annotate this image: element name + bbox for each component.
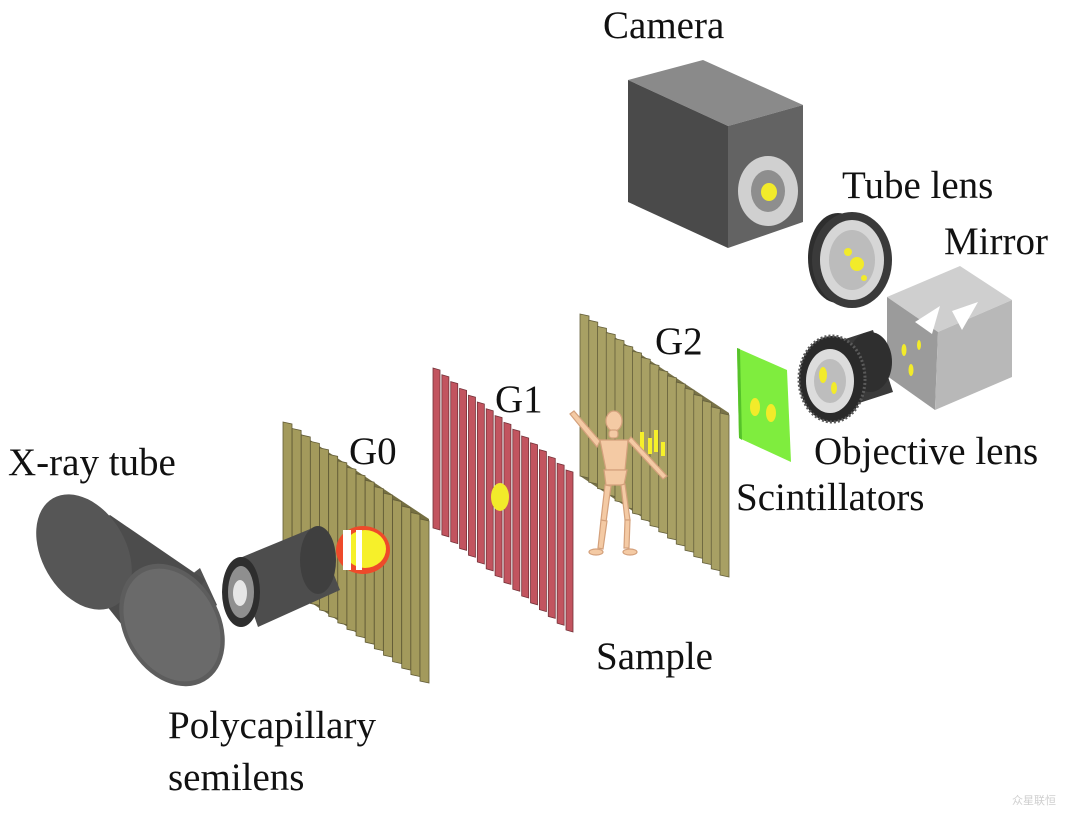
g0-beam-spot <box>336 526 390 574</box>
g2-beam-spot <box>661 442 665 456</box>
g1-slat <box>565 469 574 633</box>
label-polycapillary: Polycapillary <box>168 704 376 747</box>
g2-slat <box>719 412 730 578</box>
g0-slat <box>401 505 412 671</box>
g1-slat <box>547 455 556 619</box>
camera-icon <box>628 60 803 248</box>
g1-beam-spot <box>491 483 509 511</box>
label-scintillators: Scintillators <box>736 476 925 519</box>
label-g1: G1 <box>495 378 543 421</box>
g1-slat <box>485 408 494 572</box>
objective-lens-icon <box>797 330 893 424</box>
mannequin-icon <box>569 410 668 556</box>
g2-slat <box>675 381 686 547</box>
g1-slat <box>441 374 450 538</box>
g1-slat <box>459 387 468 551</box>
label-g0: G0 <box>349 430 397 473</box>
tube-lens-icon <box>808 212 892 308</box>
g0-slat <box>383 492 393 658</box>
g1-grating <box>432 367 574 633</box>
g1-slat <box>512 428 521 592</box>
g2-slat <box>693 393 704 559</box>
g2-slat <box>588 319 599 485</box>
g1-slat <box>521 435 530 599</box>
label-objective-lens: Objective lens <box>814 430 1039 473</box>
g1-slat <box>450 381 459 545</box>
g2-slat <box>667 375 677 541</box>
g0-slat <box>392 499 403 665</box>
g1-slat <box>556 462 565 626</box>
g2-beam-spots <box>640 430 665 456</box>
g2-slat <box>710 406 721 572</box>
g1-slat <box>539 449 547 613</box>
g0-slat <box>419 518 430 684</box>
g2-beam-spot <box>648 438 652 454</box>
label-sample: Sample <box>596 635 713 678</box>
polycapillary-lens-icon <box>222 526 340 627</box>
label-camera: Camera <box>603 4 725 47</box>
g2-slat <box>702 400 712 566</box>
g1-slat <box>476 401 485 565</box>
g2-slat <box>579 313 590 479</box>
g1-slat <box>432 367 441 531</box>
g2-beam-spot <box>654 430 658 452</box>
scintillator-screen <box>737 348 791 462</box>
xray-tube-icon <box>36 494 225 687</box>
g2-slat <box>684 387 695 553</box>
watermark: 众星联恒 <box>1012 794 1056 807</box>
label-semilens: semilens <box>168 756 305 799</box>
g2-beam-spot <box>640 432 644 450</box>
g1-slat <box>530 442 538 606</box>
label-xray-tube: X-ray tube <box>8 441 176 484</box>
label-tube-lens: Tube lens <box>842 164 994 207</box>
g0-slat <box>410 512 421 678</box>
label-g2: G2 <box>655 320 703 363</box>
label-mirror: Mirror <box>944 220 1048 263</box>
mirror-box-icon <box>887 266 1012 410</box>
g1-slat <box>468 394 476 558</box>
